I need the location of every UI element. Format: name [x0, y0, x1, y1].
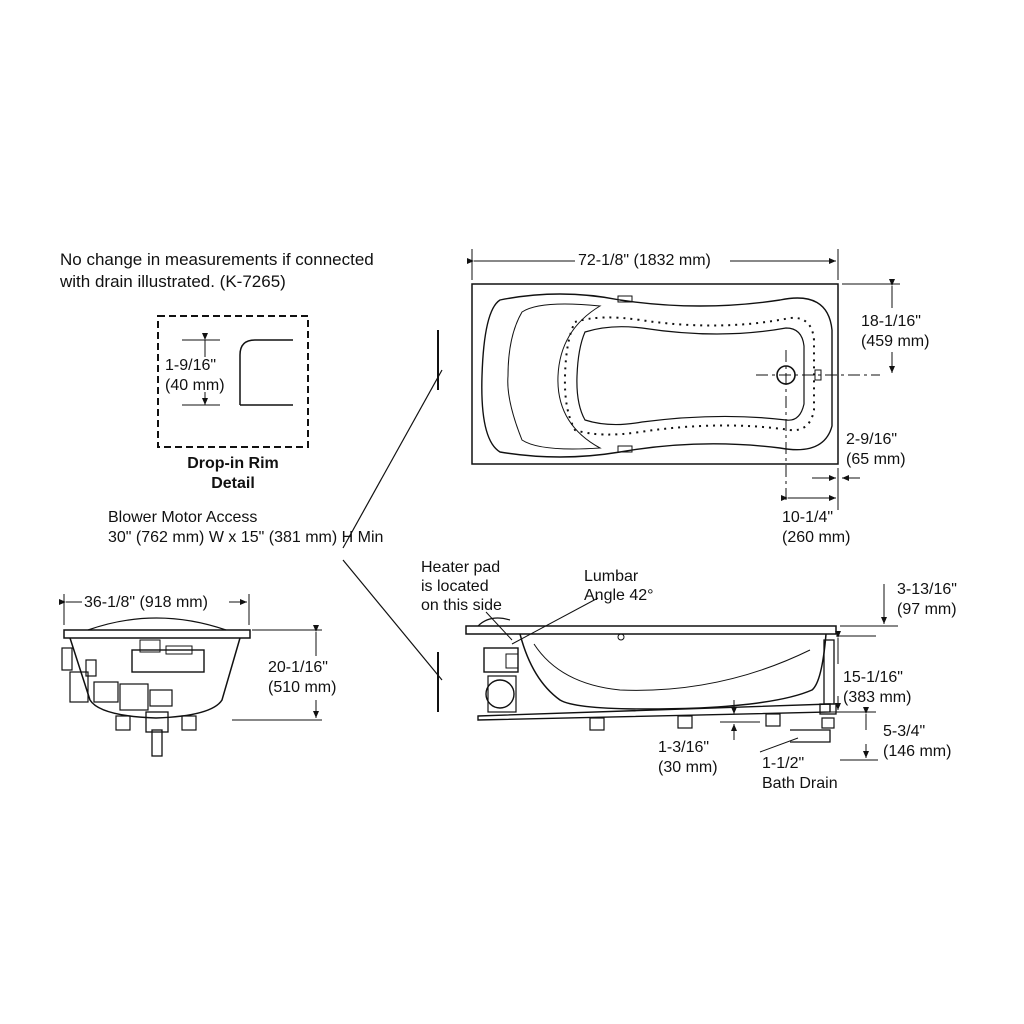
rim-detail-drawing [157, 315, 309, 448]
rim-dim-mm: (40 mm) [165, 377, 225, 394]
end-width-dim: 36-1/8" (918 mm) [84, 594, 208, 611]
heater-pad-line-1: Heater pad [421, 559, 501, 576]
end-height-dim-mm: (510 mm) [268, 679, 337, 696]
side-view-drawing [465, 584, 898, 761]
bath-drain-label: Bath Drain [762, 775, 838, 792]
end-height-dim-inches: 20-1/16" [268, 659, 328, 676]
top-view-drawing [467, 249, 900, 510]
side-depth-dim-inches: 15-1/16" [843, 669, 903, 686]
lumbar-line-2: Angle 42° [584, 587, 654, 604]
top-width-dim-inches: 18-1/16" [861, 313, 921, 330]
top-offset-dim-inches: 2-9/16" [846, 431, 898, 448]
side-drain-height-inches: 5-3/4" [883, 723, 926, 740]
rim-dim-inches: 1-9/16" [165, 357, 217, 374]
blower-access-line-1: Blower Motor Access [108, 509, 258, 526]
blower-access-line-2: 30" (762 mm) W x 15" (381 mm) H Min [108, 529, 384, 546]
bath-drain-size: 1-1/2" [762, 755, 805, 772]
top-width-dim-mm: (459 mm) [861, 333, 930, 350]
heater-pad-line-2: is located [421, 578, 489, 595]
top-drain-dim-inches: 10-1/4" [782, 509, 834, 526]
end-view-drawing [59, 594, 322, 757]
top-offset-dim-mm: (65 mm) [846, 451, 906, 468]
side-rim-dim-mm: (97 mm) [897, 601, 957, 618]
note-line-1: No change in measurements if connected [60, 250, 374, 269]
rim-detail-title-2: Detail [211, 475, 255, 492]
side-foot-dim-inches: 1-3/16" [658, 739, 710, 756]
side-depth-dim-mm: (383 mm) [843, 689, 912, 706]
side-rim-dim-inches: 3-13/16" [897, 581, 957, 598]
heater-pad-line-3: on this side [421, 597, 502, 614]
side-foot-dim-mm: (30 mm) [658, 759, 718, 776]
blower-callout-lines [342, 330, 443, 712]
lumbar-line-1: Lumbar [584, 568, 639, 585]
top-length-dim: 72-1/8" (1832 mm) [578, 252, 711, 269]
side-drain-height-mm: (146 mm) [883, 743, 952, 760]
top-drain-dim-mm: (260 mm) [782, 529, 851, 546]
note-line-2: with drain illustrated. (K-7265) [60, 272, 286, 291]
rim-detail-title-1: Drop-in Rim [187, 455, 279, 472]
